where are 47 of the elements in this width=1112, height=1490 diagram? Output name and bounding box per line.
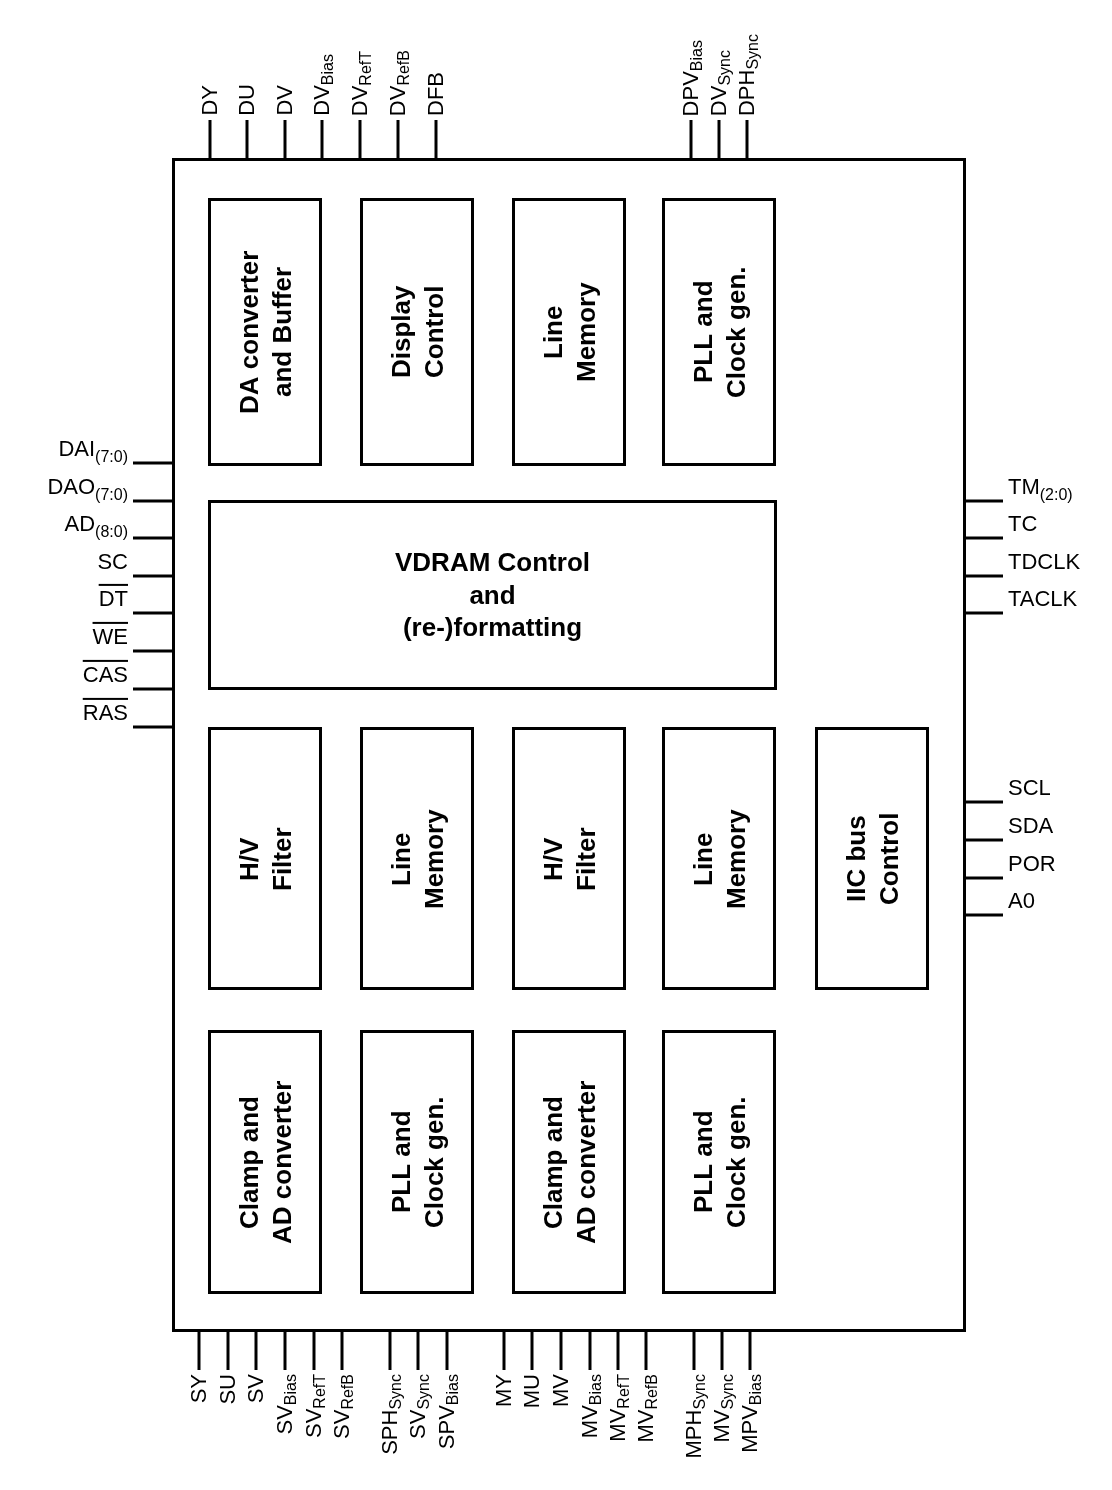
function-block	[512, 198, 626, 466]
function-block	[512, 1030, 626, 1294]
pin-label: SC	[97, 549, 128, 575]
pin-label: DU	[234, 84, 260, 116]
pin-label: SV	[243, 1374, 269, 1404]
function-block	[662, 198, 776, 466]
block-title: VDRAM Control and (re-)formatting	[394, 546, 591, 644]
pin-label: MU	[519, 1374, 545, 1409]
block-title: H/V Filter	[232, 825, 297, 893]
pin-label: TC	[1008, 511, 1038, 537]
block-title: PLL and Clock gen.	[384, 1095, 449, 1230]
pin-label: DFB	[423, 72, 449, 116]
pin-label: SU	[215, 1374, 241, 1405]
block-title: Line Memory	[686, 807, 751, 911]
block-title: PLL and Clock gen.	[686, 1095, 751, 1230]
pin-label: CAS	[82, 662, 128, 688]
function-block	[662, 727, 776, 990]
block-title: Line Memory	[384, 807, 449, 911]
function-block	[360, 198, 474, 466]
function-block	[208, 500, 777, 690]
block-title: Display Control	[384, 284, 449, 381]
function-block	[208, 198, 322, 466]
pin-label: DT	[98, 586, 128, 612]
pin-label: RAS	[82, 700, 128, 726]
pin-label: POR	[1008, 851, 1056, 877]
pin-label: MY	[491, 1374, 517, 1407]
pin-label: A0	[1008, 888, 1035, 914]
pin-label: DV	[272, 85, 298, 116]
pin-label: MV	[548, 1374, 574, 1407]
block-title: PLL and Clock gen.	[686, 265, 751, 400]
function-block	[815, 727, 929, 990]
pin-label: TACLK	[1008, 586, 1078, 612]
function-block	[208, 1030, 322, 1294]
chip-box	[172, 158, 966, 1332]
pin-label: WE	[92, 624, 128, 650]
pin-label: DY	[197, 85, 223, 116]
function-block	[360, 1030, 474, 1294]
block-title: Line Memory	[536, 281, 601, 384]
function-block	[662, 1030, 776, 1294]
pin-label: SY	[186, 1374, 212, 1404]
function-block	[360, 727, 474, 990]
pin-label: SDA	[1008, 813, 1054, 839]
block-title: H/V Filter	[536, 825, 601, 893]
function-block	[208, 727, 322, 990]
pin-label: SCL	[1008, 775, 1051, 801]
pin-label: TDCLK	[1008, 549, 1081, 575]
function-block	[512, 727, 626, 990]
